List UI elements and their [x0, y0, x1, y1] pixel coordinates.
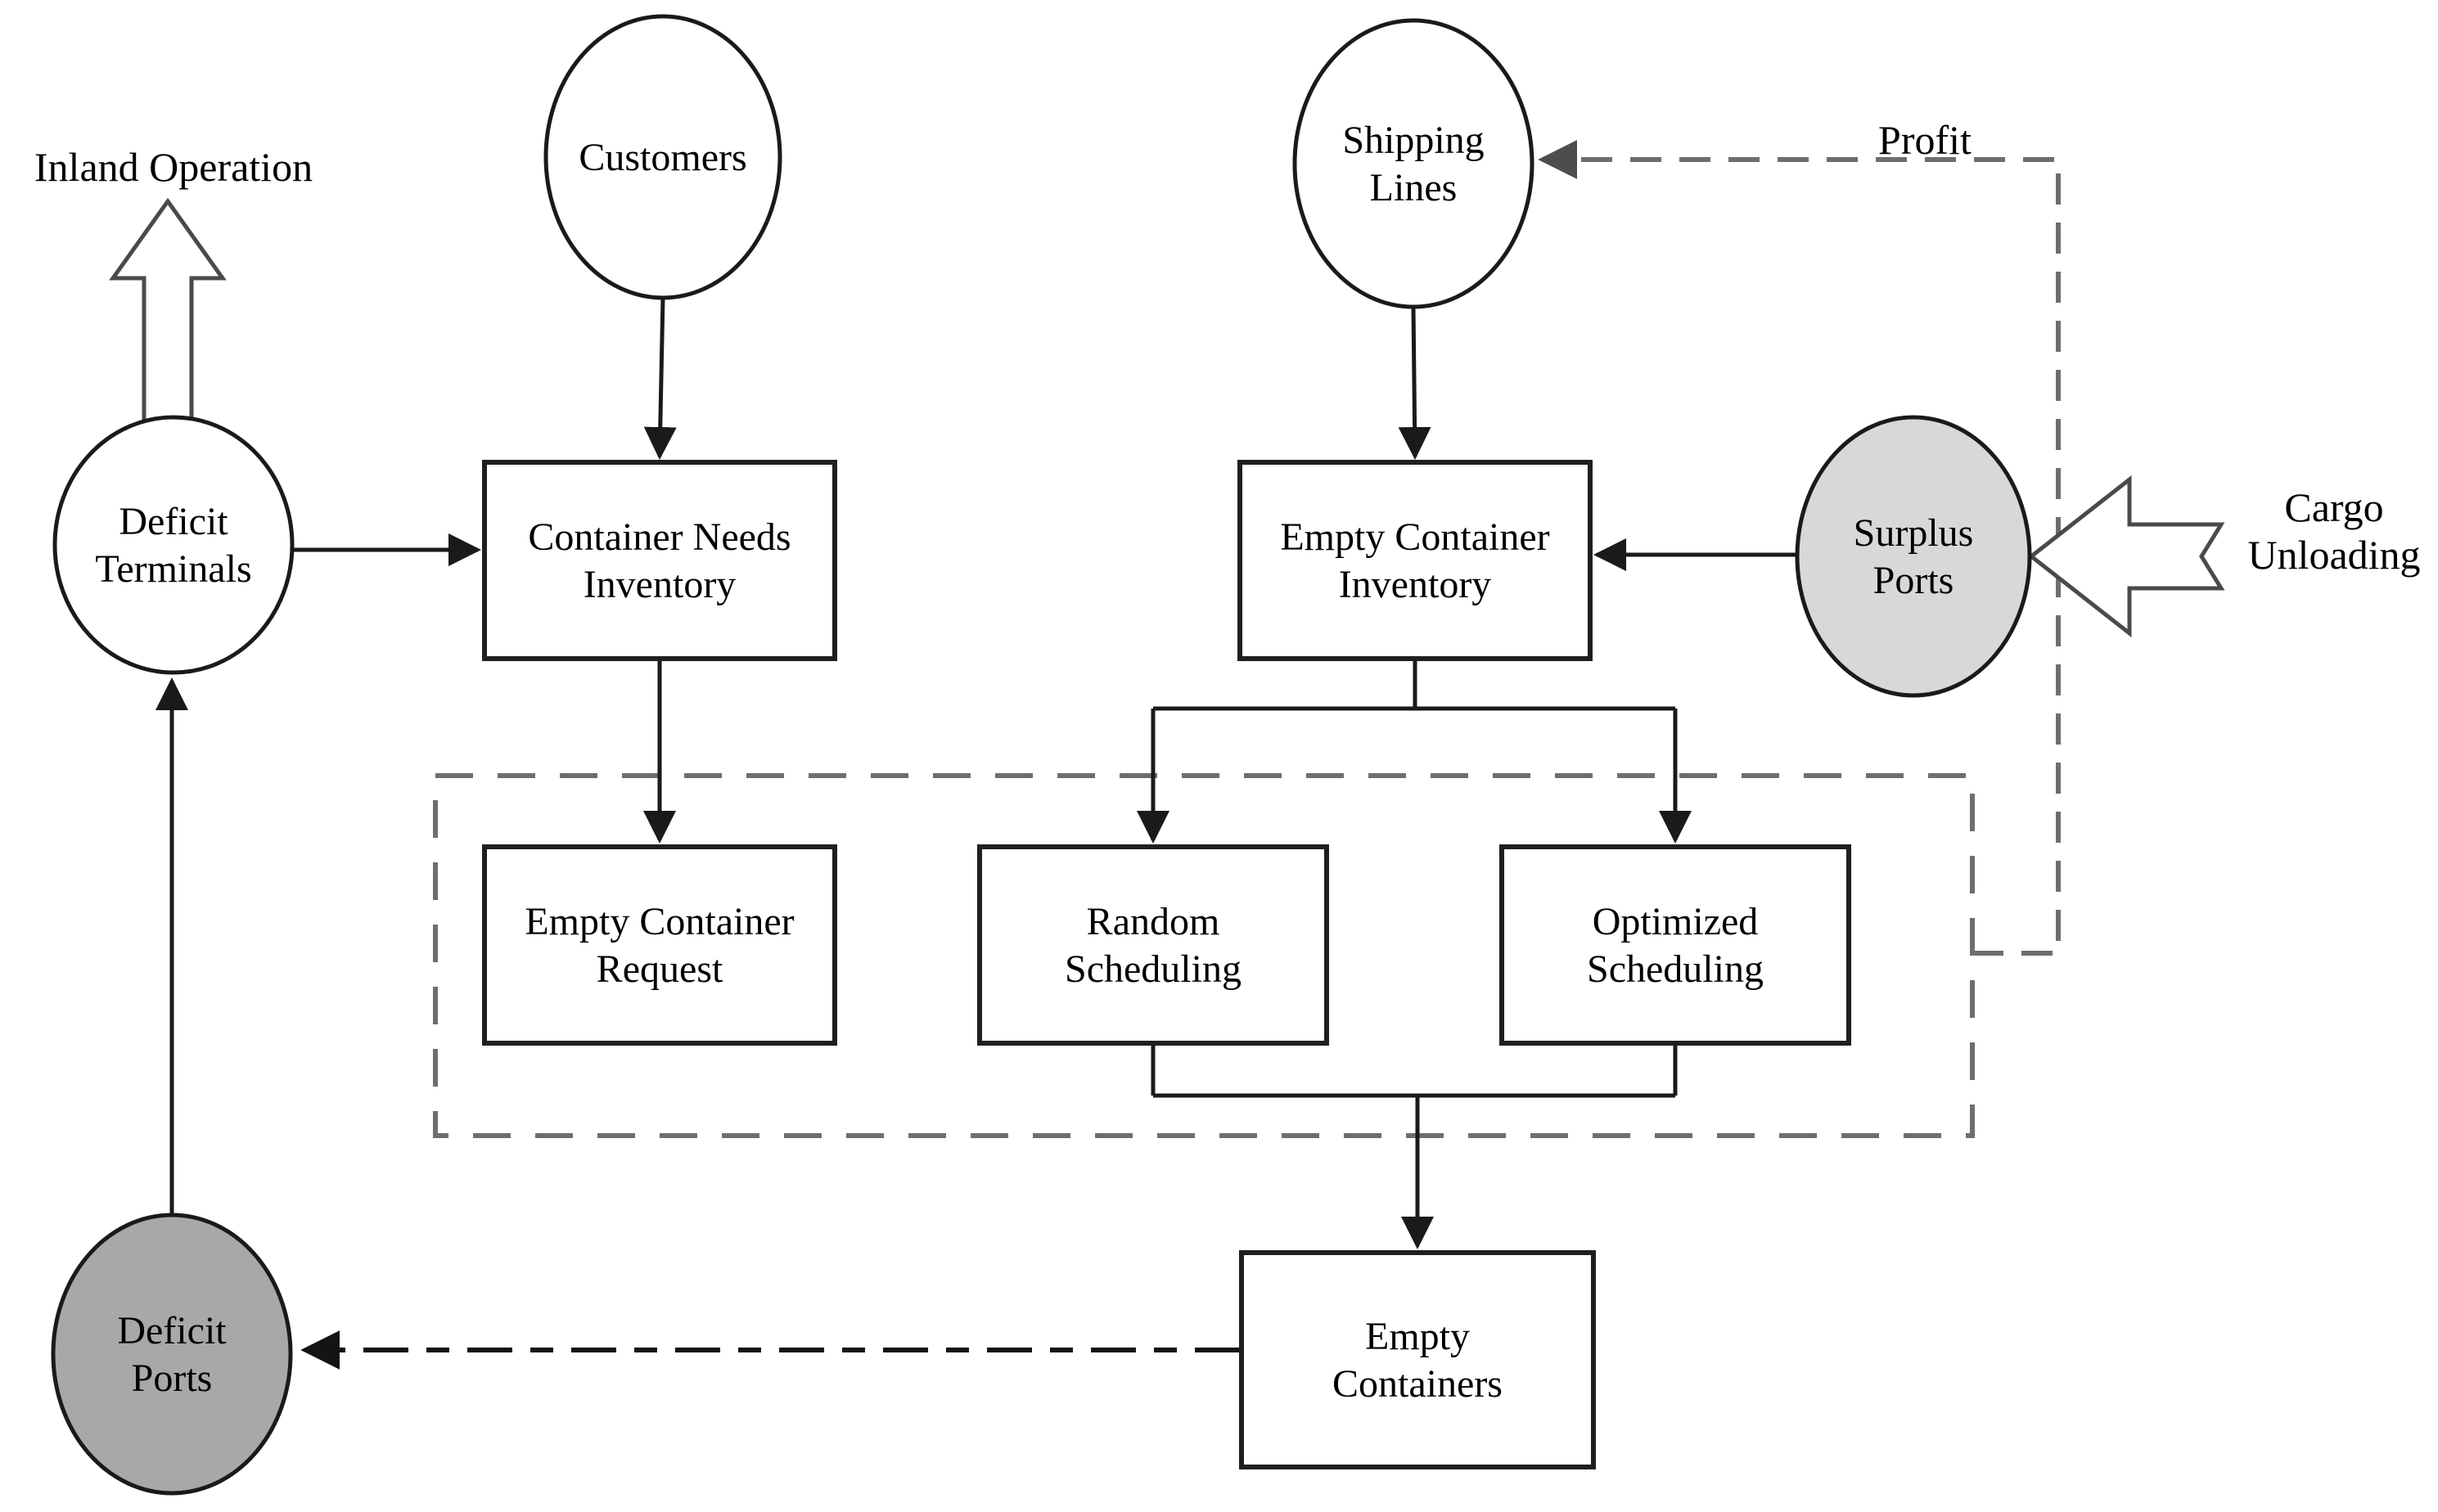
- surplus-ports-node: [1795, 415, 2032, 698]
- empty-container-inventory-box: [1237, 460, 1593, 661]
- deficit-ports-node: [51, 1213, 293, 1496]
- shipping-lines-node: [1292, 18, 1534, 309]
- edge-customers-to-needs: [643, 297, 677, 460]
- deficit-terminals-node: [52, 415, 295, 675]
- customers-node: [543, 14, 782, 300]
- customers-node-label: Customers: [579, 136, 746, 179]
- container-needs-inventory-box: [482, 460, 837, 661]
- random-scheduling-box: [977, 844, 1329, 1046]
- edge-profit: [1538, 140, 2061, 956]
- empty-container-request-box: [482, 844, 837, 1046]
- edge-shipping-to-inventory: [1398, 307, 1431, 460]
- inland-operation-arrow: [109, 197, 227, 423]
- empty-containers-box: [1239, 1250, 1596, 1469]
- optimized-scheduling-box: [1499, 844, 1851, 1046]
- inland-operation-label: Inland Operation: [34, 144, 313, 190]
- cargo-unloading-arrow: [2027, 475, 2225, 638]
- profit-label: Profit: [1878, 117, 1972, 163]
